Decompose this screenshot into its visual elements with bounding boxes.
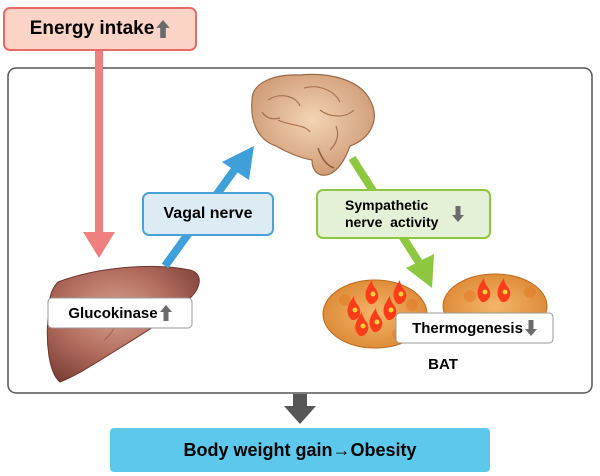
thermogenesis-text: Thermogenesis: [412, 319, 523, 337]
increase-arrow-icon: [156, 20, 171, 38]
glucokinase-box: [47, 297, 193, 329]
process-frame: [7, 67, 593, 394]
brain-image: [251, 73, 375, 176]
outcome-label: Body weight gain→Obesity: [110, 428, 490, 472]
flame-icon: [347, 278, 511, 337]
outcome-text: Body weight gain→Obesity: [183, 439, 417, 460]
energy-intake-label: Energy intake: [4, 8, 196, 50]
energy-to-liver-arrow: [83, 44, 115, 258]
thermogenesis-box: [395, 312, 554, 344]
increase-arrow-icon: [159, 305, 172, 321]
outcome-arrow: [284, 394, 316, 424]
vagal-nerve-label: Vagal nerve: [143, 193, 273, 235]
bat-text: BAT: [428, 355, 458, 373]
glucokinase-label: Glucokinase: [48, 298, 192, 328]
energy-intake-text: Energy intake: [29, 18, 155, 39]
decrease-arrow-icon: [452, 206, 465, 222]
outcome-box: [110, 428, 490, 472]
sympathetic-box: [316, 189, 491, 239]
decrease-arrow-icon: [524, 320, 537, 336]
thermogenesis-label: Thermogenesis: [396, 313, 553, 343]
sympathetic-line1: Sympathetic: [345, 197, 429, 213]
energy-intake-box: [3, 7, 197, 51]
vagal-nerve-text: Vagal nerve: [163, 205, 253, 222]
glucokinase-text: Glucokinase: [68, 304, 158, 322]
vagal-nerve-box: [142, 192, 274, 236]
sympathetic-label: Sympathetic nerve activity: [317, 190, 490, 238]
bat-label: BAT: [418, 354, 468, 374]
sympathetic-line2: nerve activity: [345, 214, 439, 230]
